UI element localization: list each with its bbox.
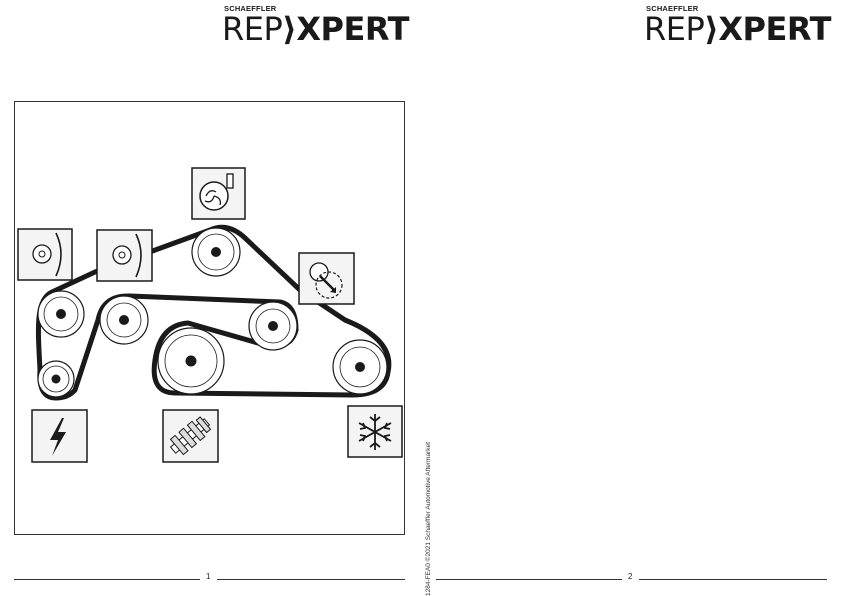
idler-pulley-icon-2 (96, 229, 153, 282)
footer-rule-right-2 (639, 579, 827, 580)
outer-belt (35, 224, 392, 401)
page-number-1: 1 (206, 572, 211, 581)
page-number-2: 2 (628, 572, 633, 581)
snowflake-icon (347, 405, 403, 458)
logo-wordmark: REP⟩XPERT (644, 12, 831, 46)
upper-left-pulley (37, 290, 85, 338)
water-pump-icon (191, 167, 246, 220)
tensioner-icon (298, 252, 355, 305)
repxpert-logo: SCHAEFFLER REP⟩XPERT (222, 4, 412, 46)
idler-pulley-center-left (99, 295, 149, 345)
logo-brand-text: SCHAEFFLER (224, 4, 277, 13)
water-pump-pulley (191, 227, 241, 277)
footer-rule-left (14, 579, 200, 580)
idler-pulley-icon (17, 228, 73, 281)
crankshaft-pulley (157, 327, 225, 395)
logo-xpert: XPERT (718, 10, 831, 48)
footer-rule-left-2 (217, 579, 405, 580)
lightning-icon (31, 409, 88, 463)
repxpert-logo-page-2: SCHAEFFLER REP⟩XPERT (644, 4, 834, 46)
crankshaft-icon (162, 409, 219, 463)
logo-rep: REP (644, 10, 705, 48)
copyright-notice: 1284-FEA0 ©2021 Schaeffler Automotive Af… (425, 442, 432, 596)
alternator-pulley (37, 360, 75, 398)
logo-wordmark: REP⟩XPERT (222, 12, 409, 46)
logo-rep: REP (222, 10, 283, 48)
logo-chevron: ⟩ (282, 11, 297, 47)
belt-diagram-frame (14, 101, 405, 535)
logo-chevron: ⟩ (704, 11, 719, 47)
ac-compressor-pulley (332, 339, 388, 395)
tensioner-pulley (248, 301, 298, 351)
logo-xpert: XPERT (296, 10, 409, 48)
logo-brand-text: SCHAEFFLER (646, 4, 699, 13)
footer-rule-right (436, 579, 622, 580)
